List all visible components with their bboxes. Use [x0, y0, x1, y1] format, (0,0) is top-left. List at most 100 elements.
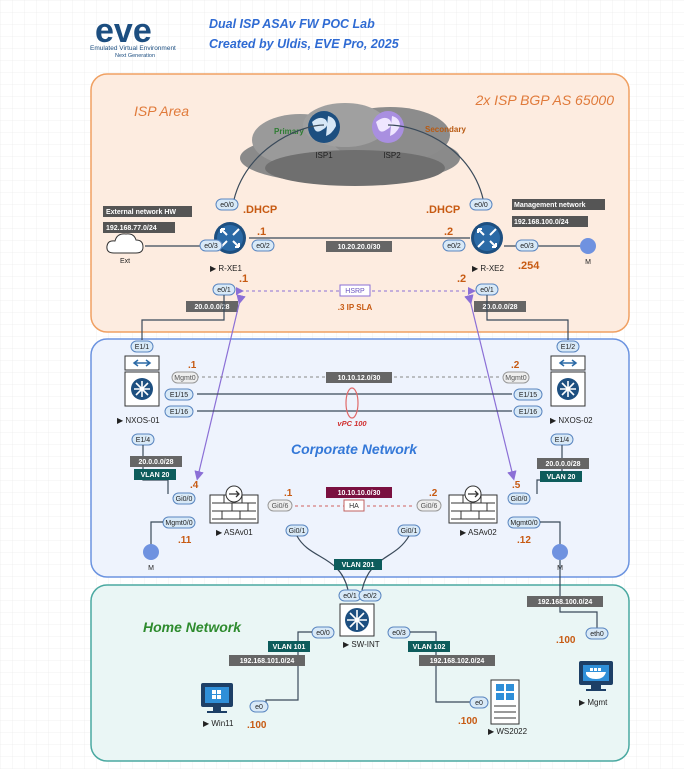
svg-text:HSRP: HSRP	[345, 288, 365, 295]
ws2022-e0-port[interactable]: e0	[469, 696, 489, 709]
svg-text:e0: e0	[255, 704, 263, 711]
svg-text:e0: e0	[475, 700, 483, 707]
isp-zone	[90, 73, 630, 333]
svg-text:eve: eve	[95, 12, 152, 50]
ws2022-server-icon[interactable]	[490, 679, 520, 725]
ha-badge: HA	[343, 499, 365, 512]
asav02-name: ▶ ASAv02	[460, 528, 497, 537]
svg-text:Next Generation: Next Generation	[115, 53, 155, 59]
svg-text:HA: HA	[349, 503, 359, 510]
mgmt-node-m-label: M	[585, 259, 591, 266]
nxos-01-e14-port[interactable]: E1/4	[131, 433, 155, 446]
asav01-gi00-port[interactable]: Gi0/0	[172, 492, 196, 505]
sw-int-e03-port[interactable]: e0/3	[387, 626, 411, 639]
diagram-subtitle: Created by Uldis, EVE Pro, 2025	[209, 37, 400, 51]
sw-int-switch-icon[interactable]	[339, 603, 375, 637]
nxos-01-e115-port[interactable]: E1/15	[164, 388, 194, 401]
r-xe2-e03-port[interactable]: e0/3	[515, 239, 539, 252]
eve-logo: eve Emulated Virtual Environment Next Ge…	[90, 12, 176, 59]
diagram-title: Dual ISP ASAv FW POC Lab	[209, 17, 375, 31]
corp-left-subnet: 20.0.0.0/28	[138, 459, 173, 466]
sw-int-e00-port[interactable]: e0/0	[311, 626, 335, 639]
svg-text:e0/2: e0/2	[256, 243, 270, 250]
nxos-01-e116-port[interactable]: E1/16	[164, 405, 194, 418]
mgmt-node-m-icon[interactable]	[580, 238, 596, 254]
win11-pc-icon[interactable]	[201, 683, 233, 713]
r-xe1-e02-ip: .1	[257, 226, 266, 238]
nxos-02-mgmt-port[interactable]: Mgmt0	[502, 371, 530, 384]
corp-right-subnet: 20.0.0.0/28	[545, 461, 580, 468]
svg-text:e0/3: e0/3	[204, 243, 218, 250]
svg-text:e0/1: e0/1	[217, 287, 231, 294]
svg-text:E1/2: E1/2	[561, 344, 576, 351]
r-xe2-e01-port[interactable]: e0/1	[475, 283, 499, 296]
r-xe2-e02-ip: .2	[444, 226, 453, 238]
svg-text:Gi0/6: Gi0/6	[272, 503, 289, 510]
nxos-02-e14-port[interactable]: E1/4	[550, 433, 574, 446]
r-xe1-e01-ip: .1	[239, 273, 248, 285]
asav02-gi06-port[interactable]: Gi0/6	[416, 499, 442, 512]
nxos-01-switch-icon[interactable]	[124, 355, 160, 407]
router-link-subnet: 10.20.20.0/30	[338, 244, 381, 251]
sw-int-e02-port[interactable]: e0/2	[358, 589, 382, 602]
nxos-01-e11-port[interactable]: E1/1	[130, 340, 154, 353]
hsrp-badge: HSRP	[339, 284, 371, 297]
svg-text:Mgmt0/0: Mgmt0/0	[165, 520, 192, 527]
vlan102-label: VLAN 102	[413, 644, 446, 651]
vpc-ellipse	[345, 387, 359, 419]
nxos-02-switch-icon[interactable]	[550, 355, 586, 407]
r-xe2-e00-port[interactable]: e0/0	[469, 198, 493, 211]
sw-int-name: ▶ SW-INT	[343, 640, 380, 649]
r-xe1-e00-port[interactable]: e0/0	[215, 198, 239, 211]
svg-text:e0/1: e0/1	[343, 593, 357, 600]
asav02-gi01-port[interactable]: Gi0/1	[397, 524, 421, 537]
svg-text:e0/0: e0/0	[316, 630, 330, 637]
svg-text:Gi0/1: Gi0/1	[289, 528, 306, 535]
mgmt-eth0-port[interactable]: eth0	[585, 627, 609, 640]
sw-int-e01-port[interactable]: e0/1	[338, 589, 362, 602]
asav02-ha-ip: .2	[429, 488, 438, 499]
isp2-label: ISP2	[383, 151, 401, 160]
svg-text:Gi0/0: Gi0/0	[511, 496, 528, 503]
nxos-02-e12-port[interactable]: E1/2	[556, 340, 580, 353]
svg-text:E1/1: E1/1	[135, 344, 150, 351]
win11-e0-port[interactable]: e0	[249, 700, 269, 713]
svg-text:E1/16: E1/16	[170, 409, 188, 416]
r-xe1-e02-port[interactable]: e0/2	[251, 239, 275, 252]
net102-label: 192.168.102.0/24	[430, 658, 485, 665]
r-xe2-e03-ip: .254	[518, 260, 540, 272]
asav02-gi00-port[interactable]: Gi0/0	[507, 492, 531, 505]
r-xe2-e01-ip: .2	[457, 273, 466, 285]
vlan201-label: VLAN 201	[342, 562, 375, 569]
r-xe2-e02-port[interactable]: e0/2	[442, 239, 466, 252]
mgmt-network-subnet: 192.168.100.0/24	[514, 219, 569, 226]
router-r-xe2-icon[interactable]	[470, 221, 504, 255]
mgmt-network-label: Management network	[514, 202, 586, 209]
asav01-gi01-port[interactable]: Gi0/1	[285, 524, 309, 537]
svg-text:e0/1: e0/1	[480, 287, 494, 294]
asav01-gi06-port[interactable]: Gi0/6	[267, 499, 293, 512]
docker-whale-icon[interactable]	[579, 661, 613, 691]
nxos-02-e116-port[interactable]: E1/16	[513, 405, 543, 418]
nxos-02-e115-port[interactable]: E1/15	[513, 388, 543, 401]
r-xe1-e03-port[interactable]: e0/3	[199, 239, 223, 252]
secondary-label: Secondary	[425, 125, 466, 134]
mgmt-host-subnet: 192.168.100.0/24	[538, 599, 593, 606]
svg-text:e0/0: e0/0	[220, 202, 234, 209]
svg-text:Mgmt0: Mgmt0	[505, 375, 527, 382]
r-xe1-e01-port[interactable]: e0/1	[212, 283, 236, 296]
nxos-01-mgmt-port[interactable]: Mgmt0	[171, 371, 199, 384]
corp-mgmt-m-left-icon[interactable]	[143, 544, 159, 560]
nxos-01-name: ▶ NXOS-01	[117, 416, 160, 425]
asav01-name: ▶ ASAv01	[216, 528, 253, 537]
vlan101-label: VLAN 101	[273, 644, 306, 651]
home-network-label: Home Network	[143, 619, 242, 635]
svg-text:e0/3: e0/3	[392, 630, 406, 637]
asav01-mgmt-port[interactable]: Mgmt0/0	[162, 516, 196, 529]
ws2022-ip: .100	[458, 716, 478, 727]
asav02-mgmt-port[interactable]: Mgmt0/0	[507, 516, 541, 529]
win11-name: ▶ Win11	[203, 719, 234, 728]
mgmt-host-name: ▶ Mgmt	[579, 698, 608, 707]
corp-mgmt-m-right-icon[interactable]	[552, 544, 568, 560]
